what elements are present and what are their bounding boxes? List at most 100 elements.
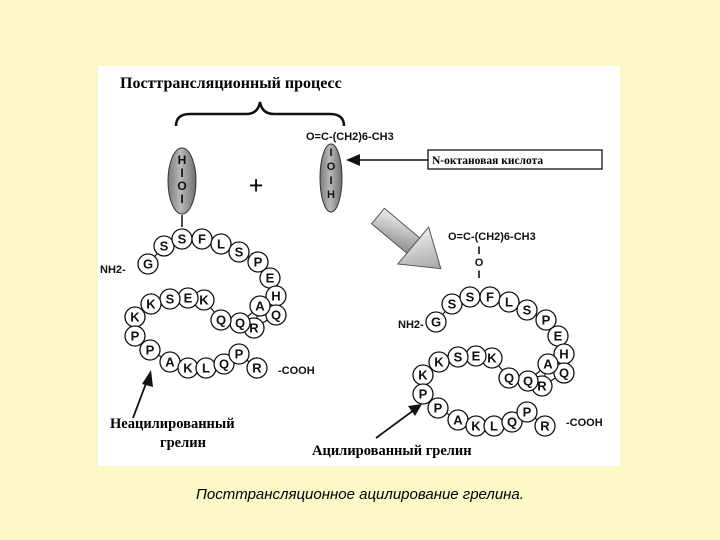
nh2-label-left: NH2- <box>100 264 126 276</box>
serine-group-char-0: H <box>178 153 187 167</box>
unacylated-residue-label-8: E <box>266 271 275 286</box>
reaction-arrow <box>370 207 442 270</box>
unacylated-residue-bead-12 <box>249 295 271 317</box>
acid-label: N-октановая кислота <box>432 155 543 167</box>
unacylated-residue-label-7: P <box>254 255 263 270</box>
acylated-residue-bead-12 <box>537 353 559 375</box>
unacylated-residue-label-17: S <box>166 292 175 307</box>
acylated-pointer-head <box>408 404 422 416</box>
acid-hydroxyl-char-0: I <box>329 147 332 159</box>
acylated-residue-bead-5 <box>498 291 520 313</box>
acylated-pointer-line <box>375 409 415 439</box>
unacylated-residue-label-21: P <box>146 343 155 358</box>
acylated-residue-label-10: Q <box>559 366 569 381</box>
unacylated-residue-bead-6 <box>228 241 250 263</box>
acylated-residue-label-27: R <box>540 419 550 434</box>
acyl-link-char-2: I <box>477 269 480 281</box>
acylated-residue-label-14: Q <box>504 371 514 386</box>
acyl-link-char-1: O <box>475 257 484 269</box>
acylated-residue-label-24: L <box>490 419 498 434</box>
label-arrow-head <box>346 154 360 166</box>
acid-formula: O=C-(CH2)6-CH3 <box>306 131 394 143</box>
nh2-label-right: NH2- <box>398 319 424 331</box>
acylated-residue-label-13: Q <box>523 374 533 389</box>
plus-sign: + <box>249 171 264 200</box>
acylated-residue-label-17: S <box>454 350 463 365</box>
unacylated-residue-label-15: K <box>199 293 209 308</box>
unacylated-residue-label-26: P <box>235 347 244 362</box>
acylated-residue-label-12: A <box>543 357 553 372</box>
acylated-residue-label-19: K <box>418 368 428 383</box>
unacylated-residue-label-11: R <box>249 321 259 336</box>
unacylated-label-line2: грелин <box>160 435 206 451</box>
unacylated-residue-label-1: G <box>143 257 153 272</box>
unacylated-residue-label-24: L <box>202 361 210 376</box>
acylated-residue-bead-7 <box>535 309 557 331</box>
acylated-residue-bead-25 <box>501 411 523 433</box>
acylated-label: Ацилированный грелин <box>312 443 472 459</box>
unacylated-residue-label-9: H <box>271 289 280 304</box>
unacylated-residue-label-20: P <box>131 329 140 344</box>
acid-hydroxyl-char-1: O <box>327 161 336 173</box>
unacylated-residue-label-5: L <box>217 237 225 252</box>
unacylated-residue-label-6: S <box>235 245 244 260</box>
acylated-residue-label-6: S <box>523 303 532 318</box>
unacylated-residue-bead-27 <box>246 357 268 379</box>
acylated-residue-bead-14 <box>498 367 520 389</box>
acylated-residue-label-5: L <box>505 295 513 310</box>
acylated-residue-label-16: E <box>472 349 481 364</box>
acylated-residue-label-2: S <box>448 297 457 312</box>
unacylated-residue-label-25: Q <box>219 357 229 372</box>
acylated-residue-label-11: R <box>537 379 547 394</box>
acylated-residue-label-20: P <box>419 387 428 402</box>
unacylated-residue-label-3: S <box>178 232 187 247</box>
unacylated-residue-label-12: A <box>255 299 265 314</box>
acylated-residue-label-22: A <box>453 413 463 428</box>
unacylated-residue-bead-26 <box>228 343 250 365</box>
cooh-label-left: -COOH <box>278 365 315 377</box>
acid-hydroxyl-char-3: H <box>327 189 335 201</box>
unacylated-residue-label-27: R <box>252 361 262 376</box>
acylated-residue-label-21: P <box>434 401 443 416</box>
acylated-residue-label-18: K <box>434 355 444 370</box>
unacylated-residue-label-19: K <box>130 310 140 325</box>
acylated-residue-bead-21 <box>427 397 449 419</box>
unacylated-residue-label-13: Q <box>235 316 245 331</box>
acylated-residue-label-9: H <box>559 347 568 362</box>
serine-hydroxyl-oval <box>167 147 197 215</box>
unacylated-residue-bead-5 <box>210 233 232 255</box>
acylated-residue-bead-18 <box>428 351 450 373</box>
unacylated-residue-label-10: Q <box>271 308 281 323</box>
unacylated-label-line1: Неацилированный <box>110 416 235 432</box>
unacylated-residue-label-22: A <box>165 355 175 370</box>
unacylated-residue-bead-20 <box>124 325 146 347</box>
acylated-residue-label-7: P <box>542 313 551 328</box>
unacylated-residue-label-4: F <box>198 232 206 247</box>
acylated-residue-label-4: F <box>486 290 494 305</box>
acylated-residue-bead-20 <box>412 383 434 405</box>
bracket <box>174 101 346 127</box>
acyl-formula: O=C-(CH2)6-CH3 <box>448 231 536 243</box>
acyl-link-char-0: I <box>477 245 480 257</box>
unacylated-residue-bead-10 <box>265 304 287 326</box>
figure-caption: Посттрансляционное ацилирование грелина. <box>196 486 524 503</box>
unacylated-residue-label-16: E <box>184 291 193 306</box>
unacylated-residue-label-14: Q <box>216 313 226 328</box>
acid-label-box <box>427 149 603 170</box>
unacylated-residue-bead-25 <box>213 353 235 375</box>
cooh-label-right: -COOH <box>566 417 603 429</box>
acyl-link: IOI <box>475 245 484 281</box>
serine-group-char-1: I <box>180 166 183 180</box>
unacylated-residue-bead-21 <box>139 339 161 361</box>
acylated-residue-label-3: S <box>466 290 475 305</box>
serine-group-char-3: I <box>180 192 183 206</box>
acylated-residue-bead-26 <box>516 401 538 423</box>
unacylated-residue-bead-1 <box>137 253 159 275</box>
unacylated-residue-bead-14 <box>210 309 232 331</box>
unacylated-residue-bead-18 <box>140 293 162 315</box>
